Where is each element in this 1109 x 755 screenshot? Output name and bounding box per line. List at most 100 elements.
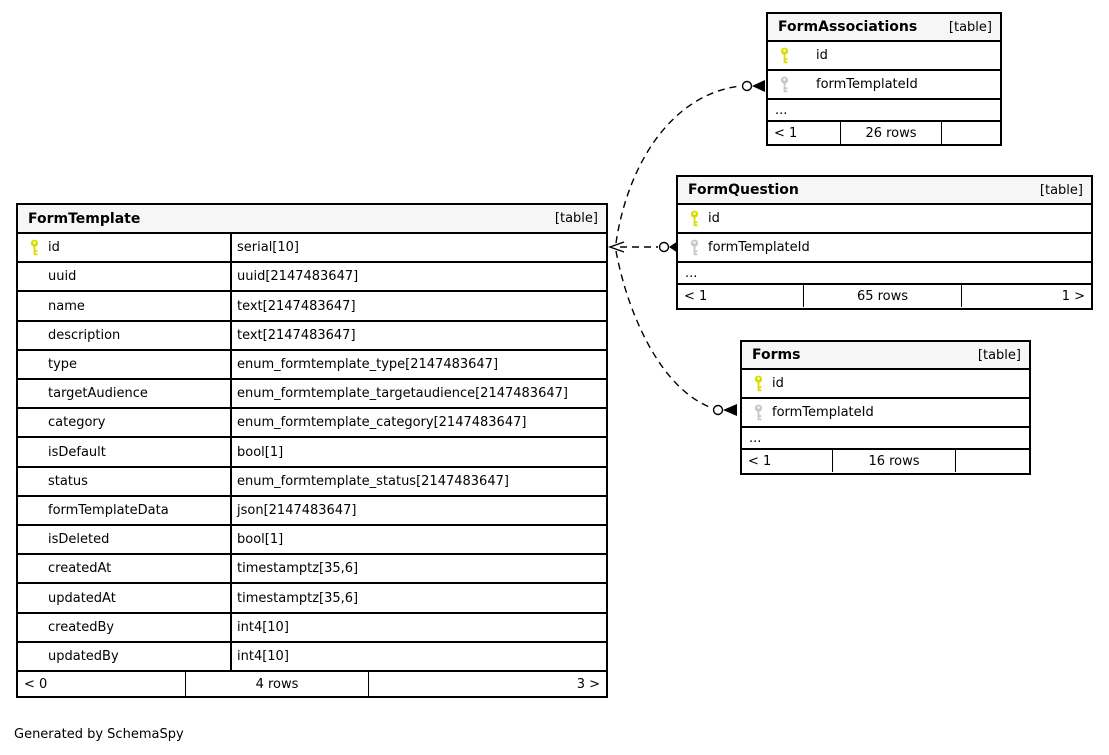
- footer-min-children: < 1: [774, 125, 798, 141]
- key-icon-spacer: [29, 444, 41, 461]
- table-footer: < 1 16 rows: [742, 448, 1029, 472]
- footer-row-count: 26 rows: [840, 122, 942, 144]
- column-name: formTemplateId: [708, 240, 810, 255]
- column-name: name: [48, 298, 85, 314]
- column-type: uuid[2147483647]: [237, 269, 359, 285]
- footer-min-children: < 0: [24, 676, 48, 692]
- column-row: formTemplateId: [742, 397, 1029, 426]
- generated-by-note: Generated by SchemaSpy: [14, 727, 184, 742]
- column-row: name text[2147483647]: [18, 290, 606, 320]
- table-type-badge: [table]: [1039, 182, 1083, 198]
- table-header: FormAssociations [table]: [768, 14, 1000, 40]
- primary-key-icon: [753, 375, 765, 392]
- footer-row-count: 65 rows: [803, 285, 962, 307]
- column-name: category: [48, 415, 106, 431]
- footer-row-count: 4 rows: [185, 672, 369, 697]
- column-name: isDeleted: [48, 532, 110, 548]
- key-icon-spacer: [29, 385, 41, 402]
- footer-max-parents: [942, 122, 1000, 144]
- column-name: isDefault: [48, 444, 106, 460]
- key-icon-spacer: [29, 268, 41, 285]
- table-forms: Forms [table] id formTemplateId ... < 1 …: [740, 340, 1031, 475]
- table-header: Forms [table]: [742, 342, 1029, 368]
- footer-min-children: < 1: [748, 453, 772, 469]
- table-footer: < 1 65 rows 1 >: [678, 283, 1091, 307]
- table-formassociations: FormAssociations [table] id formTemplate…: [766, 12, 1002, 146]
- one-end-arrow-icon: [607, 241, 625, 253]
- key-icon-spacer: [29, 327, 41, 344]
- key-icon-spacer: [29, 414, 41, 431]
- ellipsis-label: ...: [775, 102, 788, 118]
- column-name: createdAt: [48, 561, 112, 577]
- ellipsis-row: ...: [768, 98, 1000, 120]
- column-row: type enum_formtemplate_type[2147483647]: [18, 348, 606, 379]
- column-type: bool[1]: [237, 532, 284, 548]
- key-icon-spacer: [29, 560, 41, 577]
- column-row: updatedAt timestamptz[35,6]: [18, 582, 606, 612]
- table-type-badge: [table]: [948, 19, 992, 35]
- foreign-key-icon: [689, 239, 701, 256]
- column-name: id: [772, 376, 784, 391]
- ellipsis-label: ...: [749, 430, 762, 446]
- column-name: targetAudience: [48, 386, 148, 402]
- zero-or-one-circle-icon: [658, 241, 670, 253]
- zero-or-one-circle-icon: [741, 80, 753, 92]
- table-type-badge: [table]: [977, 347, 1021, 363]
- column-row: id: [768, 40, 1000, 69]
- table-formquestion: FormQuestion [table] id formTemplateId .…: [676, 175, 1093, 310]
- footer-max-parents: 1 >: [1061, 288, 1085, 304]
- key-icon-spacer: [29, 298, 41, 315]
- table-title[interactable]: FormQuestion: [688, 182, 799, 198]
- column-name: formTemplateId: [772, 405, 874, 420]
- column-row: isDeleted bool[1]: [18, 524, 606, 554]
- ellipsis-row: ...: [742, 426, 1029, 448]
- column-row: targetAudience enum_formtemplate_targeta…: [18, 378, 606, 408]
- column-type: enum_formtemplate_targetaudience[2147483…: [237, 386, 568, 402]
- column-row: description text[2147483647]: [18, 319, 606, 349]
- table-header: FormQuestion [table]: [678, 177, 1091, 203]
- column-row: id: [742, 368, 1029, 397]
- column-name: formTemplateId: [816, 77, 918, 92]
- column-type: text[2147483647]: [237, 327, 356, 343]
- column-row: isDefault bool[1]: [18, 436, 606, 466]
- column-name: uuid: [48, 269, 77, 285]
- column-row: createdAt timestamptz[35,6]: [18, 553, 606, 583]
- table-title[interactable]: Forms: [752, 347, 801, 363]
- column-row: updatedBy int4[10]: [18, 640, 606, 671]
- column-row: formTemplateData json[2147483647]: [18, 494, 606, 525]
- table-title[interactable]: FormAssociations: [778, 19, 918, 35]
- column-row: createdBy int4[10]: [18, 611, 606, 641]
- column-name: type: [48, 356, 78, 372]
- column-name: description: [48, 327, 121, 343]
- fk-arrowhead-icon: [752, 80, 765, 92]
- column-name: status: [48, 473, 88, 489]
- key-icon-spacer: [29, 531, 41, 548]
- column-name: id: [708, 211, 720, 226]
- column-row: id serial[10]: [18, 232, 606, 262]
- column-name: updatedBy: [48, 648, 119, 664]
- table-footer: < 1 26 rows: [768, 120, 1000, 144]
- key-icon-spacer: [29, 502, 41, 519]
- column-type: enum_formtemplate_status[2147483647]: [237, 473, 509, 489]
- primary-key-icon: [29, 239, 41, 256]
- column-type: timestamptz[35,6]: [237, 590, 359, 606]
- column-type: enum_formtemplate_type[2147483647]: [237, 356, 499, 372]
- column-type: int4[10]: [237, 619, 289, 635]
- fk-arrowhead-icon: [723, 404, 737, 416]
- foreign-key-icon: [753, 404, 765, 421]
- footer-row-count: 16 rows: [832, 450, 956, 472]
- column-row: uuid uuid[2147483647]: [18, 261, 606, 291]
- table-title[interactable]: FormTemplate: [28, 210, 141, 227]
- primary-key-icon: [689, 210, 701, 227]
- column-row: status enum_formtemplate_status[21474836…: [18, 465, 606, 495]
- column-name: updatedAt: [48, 590, 116, 606]
- primary-key-icon: [779, 47, 791, 64]
- column-type: int4[10]: [237, 648, 289, 664]
- foreign-key-icon: [779, 76, 791, 93]
- table-formtemplate: FormTemplate [table] id serial[10] uuid …: [16, 203, 608, 698]
- column-row: id: [678, 203, 1091, 232]
- key-icon-spacer: [29, 648, 41, 665]
- column-type: bool[1]: [237, 444, 284, 460]
- column-name: id: [816, 48, 828, 63]
